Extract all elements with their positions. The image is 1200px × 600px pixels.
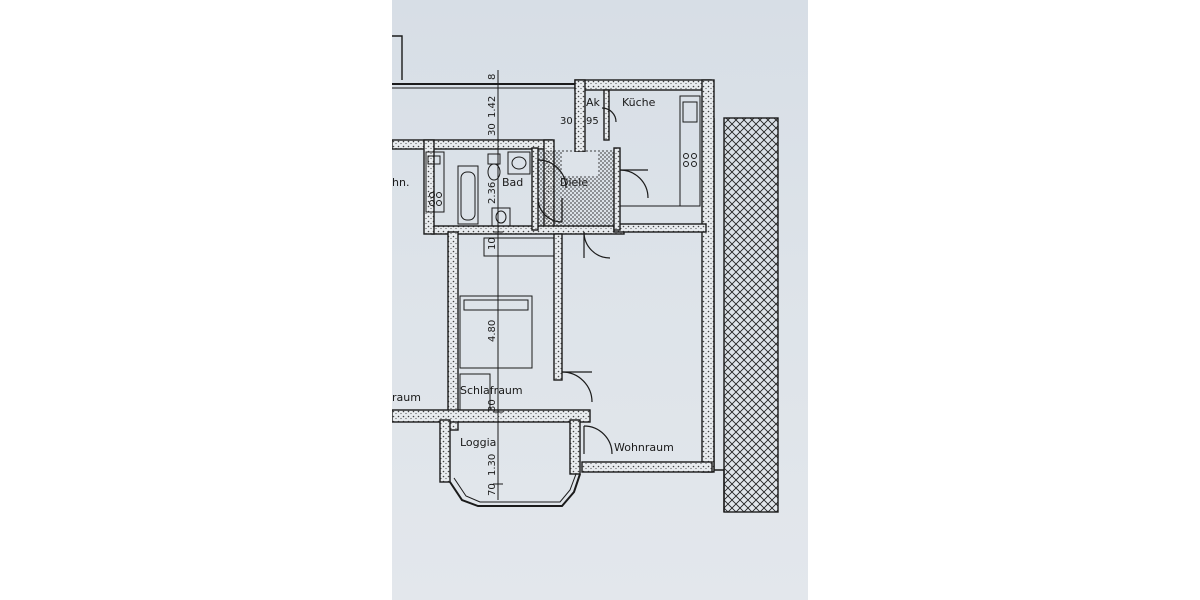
dim-30-mid: 30 [487,399,498,412]
room-label-wohnraum: Wohnraum [614,441,674,454]
dim-10: 10 [487,237,498,250]
floor-plan-photo: 8 1.42 30 2.36 10 4.80 30 1.30 70 30 95 … [392,0,808,600]
dimension-line [493,70,503,500]
door-swings [537,107,649,455]
dim-30-ak: 30 [560,116,573,127]
room-label-bad: Bad [502,176,523,189]
walls [392,79,715,483]
room-label-schlafraum: Schlafraum [460,384,523,397]
dim-1-42: 1.42 [487,96,498,118]
dim-1-30: 1.30 [487,454,498,476]
fixtures [425,95,701,411]
room-label-neighbor-left: raum [392,391,421,404]
dim-70: 70 [487,483,498,496]
room-label-neighbor-left-upper: hn. [392,176,409,189]
room-label-diele: Diele [560,176,588,189]
dim-8: 8 [487,74,498,80]
balcony-hatch [723,117,779,513]
room-label-loggia: Loggia [460,436,496,449]
room-label-ak: Ak [586,96,601,109]
room-label-kueche: Küche [622,96,656,109]
loggia-bay [449,473,581,507]
dim-95: 95 [586,116,599,127]
dim-2-36: 2.36 [487,182,498,204]
dim-4-80: 4.80 [487,320,498,342]
neighbor-outline [392,35,577,89]
floor-plan-drawing: 8 1.42 30 2.36 10 4.80 30 1.30 70 30 95 … [392,35,779,513]
dim-30-top: 30 [487,123,498,136]
balcony-edge [713,118,725,512]
